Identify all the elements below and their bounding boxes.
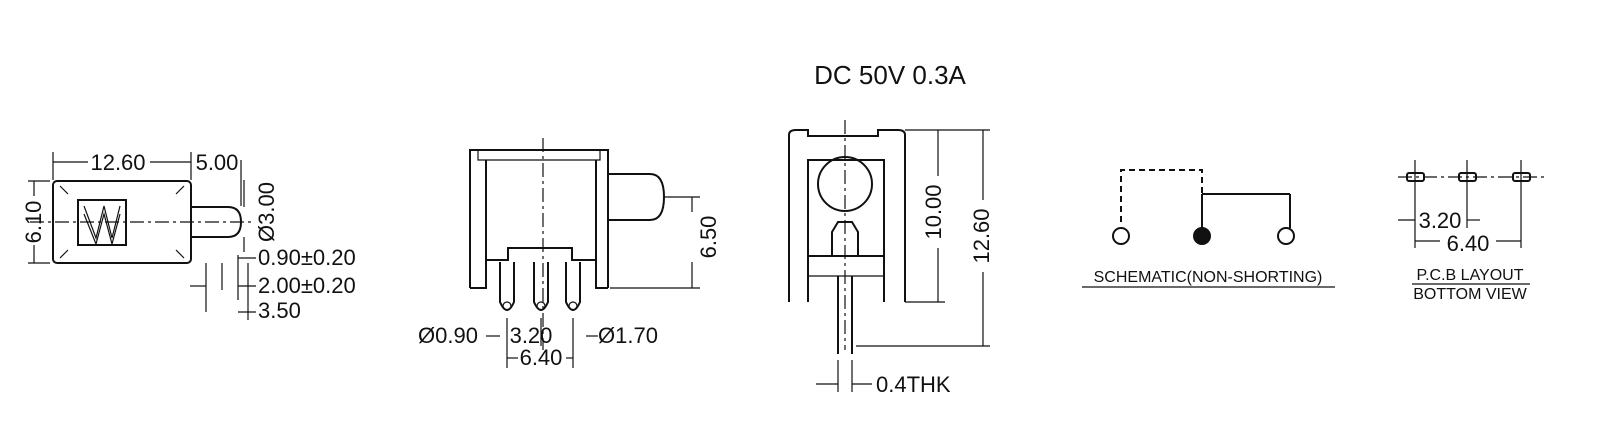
housing-outline <box>469 149 609 288</box>
frame-outline <box>788 129 906 302</box>
pin-right <box>565 262 581 311</box>
side-view: 12.60 5.00 6.10 Ø3.00 0.90±0.20 2.00±0.2… <box>21 150 356 323</box>
dim-plunger-length: 5.00 <box>196 150 239 175</box>
pcb-dim-span: 6.40 <box>1447 231 1490 256</box>
dim-span: 6.40 <box>520 345 563 370</box>
dim-pin-thickness: 0.90±0.20 <box>258 245 356 270</box>
pcb-dim-pitch: 3.20 <box>1419 208 1462 233</box>
dim-hole-dia: Ø0.90 <box>418 323 478 348</box>
pin-hole <box>568 301 578 311</box>
pin-hole <box>502 301 512 311</box>
pcb-pad <box>1406 172 1425 182</box>
pcb-caption-line1: P.C.B LAYOUT <box>1417 267 1524 284</box>
schematic-caption: SCHEMATIC(NON-SHORTING) <box>1094 269 1323 286</box>
dim-inner-height: 10.00 <box>921 184 946 239</box>
pcb-caption-line2: BOTTOM VIEW <box>1413 286 1527 303</box>
frame-inner <box>807 159 885 302</box>
front-plunger <box>608 173 666 221</box>
dim-pin-offset: 3.50 <box>258 298 301 323</box>
dim-plunger-height: 6.50 <box>696 216 721 259</box>
pcb-pad <box>1512 172 1531 182</box>
dim-height: 6.10 <box>21 201 46 244</box>
pcb-layout: 3.20 6.40 P.C.B LAYOUT BOTTOM VIEW <box>1398 160 1545 303</box>
body-corner-ticks <box>59 185 185 259</box>
schematic: SCHEMATIC(NON-SHORTING) <box>1082 169 1335 288</box>
dim-length: 12.60 <box>90 150 145 175</box>
top-view: 0.4THK 10.00 12.60 <box>788 120 994 397</box>
spring-coil <box>83 205 121 247</box>
dim-total-height: 12.60 <box>969 208 994 263</box>
rating-title: DC 50V 0.3A <box>814 60 966 90</box>
pin-left <box>499 262 515 311</box>
terminal-open <box>1277 227 1295 245</box>
terminal-open <box>1112 227 1130 245</box>
dim-pin-width: 2.00±0.20 <box>258 273 356 298</box>
dim-pin-thk: 0.4THK <box>876 372 951 397</box>
pin-middle <box>533 262 549 311</box>
pin-hole <box>536 301 546 311</box>
dim-plunger-dia: Ø3.00 <box>254 182 279 242</box>
terminal-common <box>1193 227 1211 245</box>
switch-actuator-line <box>1120 169 1203 222</box>
housing-lip <box>477 150 601 161</box>
pcb-pad <box>1458 172 1477 182</box>
housing-base <box>470 247 608 289</box>
front-view: 6.50 Ø0.90 3.20 6.40 Ø1.70 <box>418 138 721 370</box>
dim-pad-dia: Ø1.70 <box>598 323 658 348</box>
dim-pitch: 3.20 <box>510 323 553 348</box>
